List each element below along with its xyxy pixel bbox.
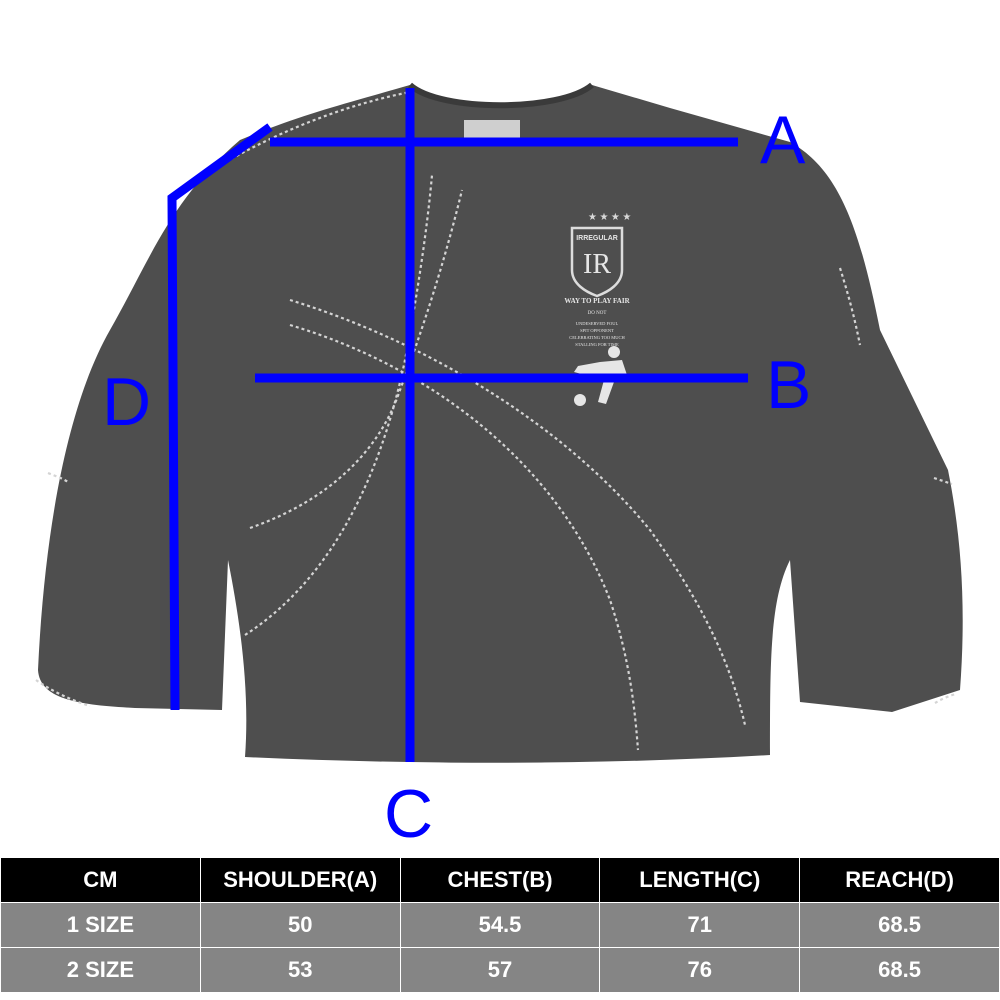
label-b: B [766, 347, 811, 423]
logo-stars: ★ ★ ★ ★ [588, 212, 631, 223]
cell-shoulder: 50 [199, 902, 401, 948]
logo-name: IRREGULAR [576, 235, 618, 242]
logo-crest-icon [570, 226, 624, 298]
shirt-illustration: ★ ★ ★ ★ IRREGULAR IR WAY TO PLAY FAIR DO… [35, 82, 963, 763]
label-d: D [102, 364, 151, 440]
shirt-body [38, 85, 963, 763]
neck-label [464, 120, 520, 140]
label-c: C [384, 776, 433, 852]
table-row: 2 SIZE 53 57 76 68.5 [0, 947, 1000, 993]
cell-shoulder: 53 [199, 947, 401, 993]
size-table-header-row: CM SHOULDER(A) CHEST(B) LENGTH(C) REACH(… [0, 857, 1000, 903]
row-size-label: 1 SIZE [0, 902, 201, 948]
logo-rule: CELEBRATING TOO MUCH [569, 335, 625, 340]
cell-reach: 68.5 [799, 947, 1000, 993]
logo-monogram: IR [583, 249, 611, 280]
cell-reach: 68.5 [799, 902, 1000, 948]
col-header-cm: CM [0, 857, 201, 903]
size-table: CM SHOULDER(A) CHEST(B) LENGTH(C) REACH(… [0, 857, 1000, 993]
cell-chest: 54.5 [399, 902, 601, 948]
label-a: A [760, 102, 806, 178]
logo-rule: STALLING FOR TIME [575, 342, 619, 347]
table-row: 1 SIZE 50 54.5 71 68.5 [0, 902, 1000, 948]
cell-length: 76 [599, 947, 801, 993]
cell-length: 71 [599, 902, 801, 948]
shirt-stitching [35, 90, 957, 751]
chest-logo: ★ ★ ★ ★ IRREGULAR IR WAY TO PLAY FAIR DO… [564, 212, 631, 406]
col-header-chest: CHEST(B) [399, 857, 601, 903]
logo-subline: DO NOT [588, 311, 607, 316]
row-size-label: 2 SIZE [0, 947, 201, 993]
cell-chest: 57 [399, 947, 601, 993]
measurement-labels: A B C D [102, 102, 811, 852]
logo-rule: SPIT OPPONENT [580, 328, 614, 333]
logo-tagline: WAY TO PLAY FAIR [564, 297, 630, 305]
shirt-collar [407, 82, 594, 109]
footballer-icon [574, 346, 628, 406]
size-diagram: ★ ★ ★ ★ IRREGULAR IR WAY TO PLAY FAIR DO… [35, 82, 963, 852]
col-header-length: LENGTH(C) [599, 857, 801, 903]
col-header-reach: REACH(D) [799, 857, 1000, 903]
measurement-lines [167, 88, 748, 762]
col-header-shoulder: SHOULDER(A) [199, 857, 401, 903]
measure-line-d [167, 123, 273, 711]
logo-rule: UNDESERVED FOUL [576, 321, 619, 326]
